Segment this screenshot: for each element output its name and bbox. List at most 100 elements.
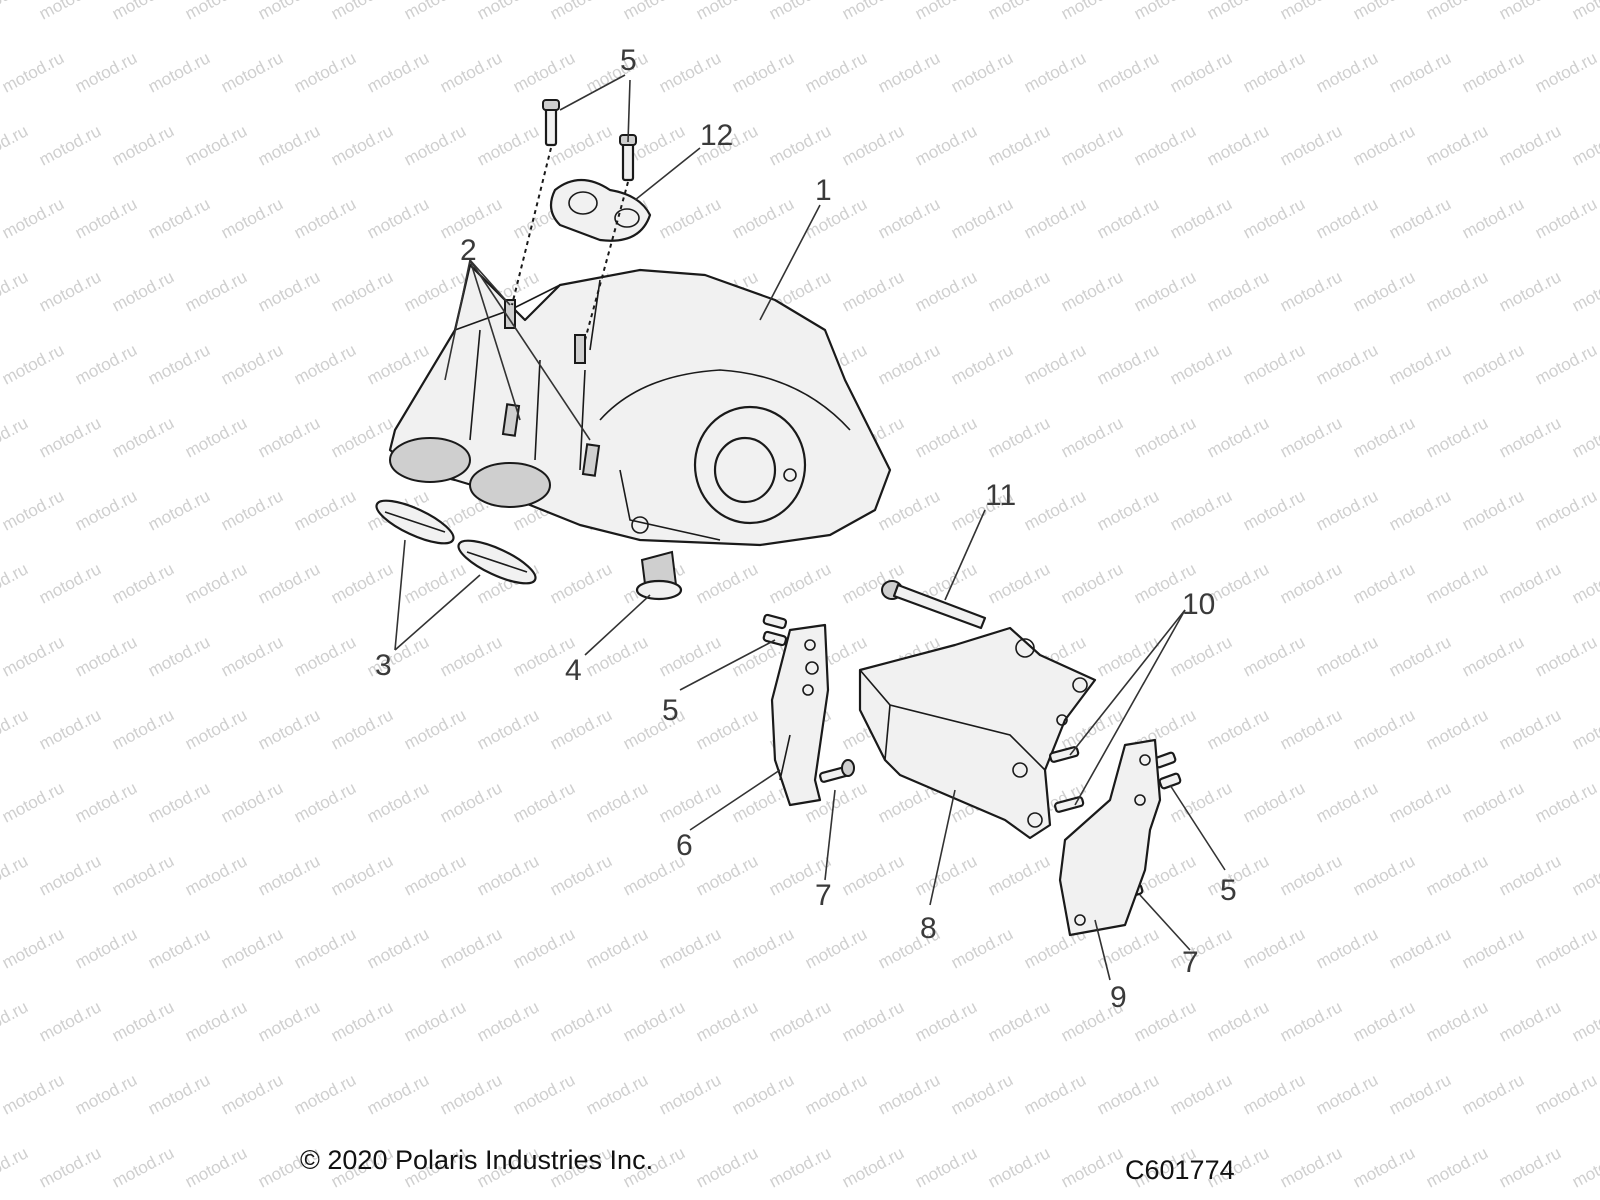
watermark-text: motod.ru	[1459, 778, 1527, 826]
watermark-text: motod.ru	[912, 413, 980, 461]
watermark-text: motod.ru	[109, 413, 177, 461]
watermark-text: motod.ru	[1167, 340, 1235, 388]
watermark-text: motod.ru	[766, 997, 834, 1045]
watermark-text: motod.ru	[1094, 48, 1162, 96]
watermark-text: motod.ru	[985, 1143, 1053, 1191]
watermark-text: motod.ru	[437, 48, 505, 96]
watermark-text: motod.ru	[547, 997, 615, 1045]
watermark-text: motod.ru	[693, 0, 761, 24]
watermark-text: motod.ru	[1204, 0, 1272, 24]
watermark-text: motod.ru	[0, 997, 31, 1045]
watermark-text: motod.ru	[583, 632, 651, 680]
watermark-text: motod.ru	[1496, 705, 1564, 753]
watermark-text: motod.ru	[912, 267, 980, 315]
watermark-text: motod.ru	[1350, 559, 1418, 607]
watermark-text: motod.ru	[1131, 0, 1199, 24]
callout-3: 3	[375, 649, 392, 682]
watermark-text: motod.ru	[875, 486, 943, 534]
watermark-text: motod.ru	[985, 851, 1053, 899]
watermark-text: motod.ru	[729, 48, 797, 96]
watermark-text: motod.ru	[364, 1070, 432, 1118]
watermark-text: motod.ru	[948, 48, 1016, 96]
watermark-text: motod.ru	[510, 1070, 578, 1118]
watermark-text: motod.ru	[729, 924, 797, 972]
watermark-text: motod.ru	[1386, 486, 1454, 534]
callout-2: 2	[460, 234, 477, 267]
watermark-text: motod.ru	[291, 632, 359, 680]
part-10-bolts	[1049, 746, 1085, 813]
watermark-text: motod.ru	[583, 1070, 651, 1118]
watermark-text: motod.ru	[0, 413, 31, 461]
watermark-text: motod.ru	[1313, 340, 1381, 388]
callout-5-top: 5	[620, 44, 637, 77]
watermark-text: motod.ru	[1058, 559, 1126, 607]
watermark-text: motod.ru	[1532, 1070, 1600, 1118]
watermark-text: motod.ru	[1423, 0, 1491, 24]
watermark-text: motod.ru	[36, 121, 104, 169]
watermark-text: motod.ru	[839, 1143, 907, 1191]
watermark-text: motod.ru	[839, 851, 907, 899]
watermark-text: motod.ru	[1423, 997, 1491, 1045]
watermark-text: motod.ru	[1240, 340, 1308, 388]
watermark-text: motod.ru	[1240, 486, 1308, 534]
watermark-text: motod.ru	[1167, 1070, 1235, 1118]
watermark-text: motod.ru	[1167, 486, 1235, 534]
watermark-text: motod.ru	[182, 997, 250, 1045]
watermark-text: motod.ru	[802, 48, 870, 96]
watermark-text: motod.ru	[36, 0, 104, 24]
watermark-text: motod.ru	[1569, 997, 1600, 1045]
watermark-text: motod.ru	[182, 1143, 250, 1191]
watermark-text: motod.ru	[291, 194, 359, 242]
copyright-notice: © 2020 Polaris Industries Inc.	[300, 1145, 654, 1175]
watermark-text: motod.ru	[291, 340, 359, 388]
watermark-text: motod.ru	[1350, 413, 1418, 461]
watermark-text: motod.ru	[1240, 632, 1308, 680]
watermark-text: motod.ru	[182, 121, 250, 169]
watermark-text: motod.ru	[401, 121, 469, 169]
watermark-text: motod.ru	[1204, 267, 1272, 315]
watermark-text: motod.ru	[912, 997, 980, 1045]
watermark-text: motod.ru	[1021, 194, 1089, 242]
watermark-text: motod.ru	[802, 924, 870, 972]
watermark-text: motod.ru	[1313, 778, 1381, 826]
watermark-text: motod.ru	[1058, 1143, 1126, 1191]
watermark-text: motod.ru	[109, 851, 177, 899]
watermark-text: motod.ru	[364, 340, 432, 388]
watermark-text: motod.ru	[1459, 632, 1527, 680]
watermark-text: motod.ru	[985, 997, 1053, 1045]
watermark-text: motod.ru	[1386, 632, 1454, 680]
watermark-text: motod.ru	[109, 559, 177, 607]
watermark-text: motod.ru	[729, 194, 797, 242]
watermark-text: motod.ru	[1496, 267, 1564, 315]
watermark-text: motod.ru	[693, 851, 761, 899]
watermark-text: motod.ru	[1240, 924, 1308, 972]
watermark-text: motod.ru	[364, 194, 432, 242]
watermark-text: motod.ru	[1131, 267, 1199, 315]
watermark-text: motod.ru	[693, 1143, 761, 1191]
watermark-text: motod.ru	[0, 194, 67, 242]
watermark-text: motod.ru	[182, 705, 250, 753]
callout-labels: 1 2 3 4 5 5 5 6 7 7 8 9 10 11 12	[375, 44, 1237, 1014]
watermark-text: motod.ru	[1094, 340, 1162, 388]
watermark-text: motod.ru	[1350, 1143, 1418, 1191]
watermark-text: motod.ru	[1532, 924, 1600, 972]
callout-8: 8	[920, 912, 937, 945]
watermark-text: motod.ru	[109, 997, 177, 1045]
watermark-text: motod.ru	[0, 924, 67, 972]
watermark-text: motod.ru	[255, 413, 323, 461]
watermark-text: motod.ru	[766, 0, 834, 24]
watermark-text: motod.ru	[255, 705, 323, 753]
part-5-bolts-right	[1153, 751, 1182, 790]
watermark-text: motod.ru	[1240, 1070, 1308, 1118]
watermark-text: motod.ru	[1094, 194, 1162, 242]
watermark-text: motod.ru	[766, 1143, 834, 1191]
watermark-text: motod.ru	[547, 559, 615, 607]
watermark-text: motod.ru	[0, 632, 67, 680]
watermark-text: motod.ru	[1058, 413, 1126, 461]
watermark-text: motod.ru	[1532, 48, 1600, 96]
watermark-text: motod.ru	[1350, 997, 1418, 1045]
watermark-text: motod.ru	[1423, 559, 1491, 607]
watermark-text: motod.ru	[145, 1070, 213, 1118]
watermark-text: motod.ru	[1569, 267, 1600, 315]
